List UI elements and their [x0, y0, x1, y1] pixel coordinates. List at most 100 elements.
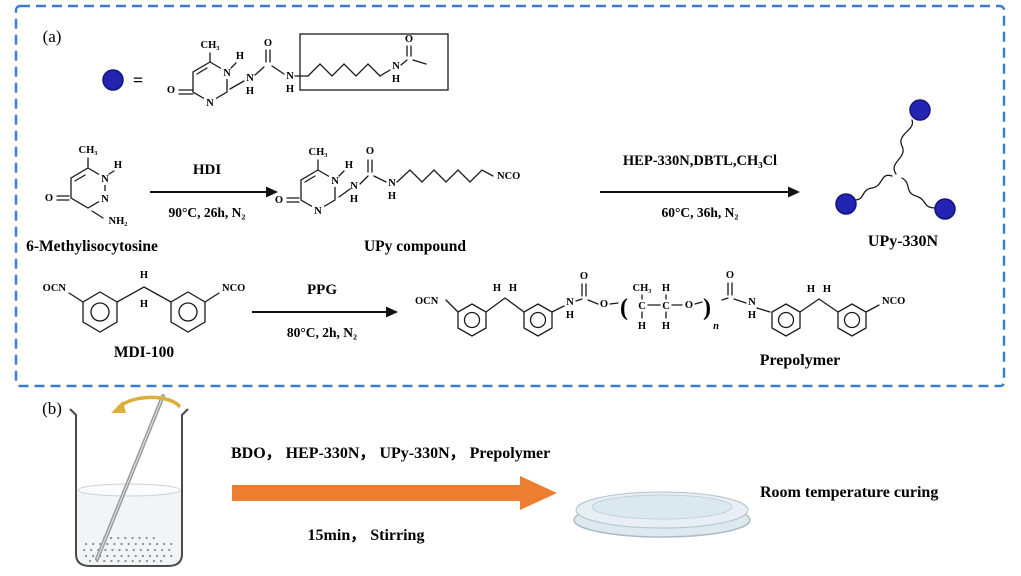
atom-label: O	[580, 271, 588, 282]
atom-label: N	[314, 206, 322, 217]
arrow-reaction-3	[252, 306, 398, 318]
atom-label: n	[713, 321, 719, 332]
liquid-surface	[77, 483, 181, 497]
atom-label: O	[726, 270, 734, 281]
panel-a-border	[14, 4, 1006, 388]
upy-330n-dot-left	[835, 193, 857, 215]
atom-label: O	[405, 34, 413, 45]
structure-upy-330n	[835, 99, 956, 220]
atom-label: N	[246, 73, 254, 84]
upy-330n-dot-right	[934, 198, 956, 220]
wavy-arm	[893, 119, 914, 175]
beaker-liquid	[77, 490, 181, 565]
benzene-ring	[523, 303, 553, 337]
benzene-ring	[82, 291, 118, 333]
label-6-methylisocytosine: 6-Methylisocytosine	[26, 238, 158, 255]
rotation-arrow-head	[111, 401, 126, 413]
reagent-ppg: PPG	[307, 282, 337, 298]
reagent-reaction-2: HEP-330N,DBTL,CH₃Cl	[623, 153, 777, 169]
atom-label: (	[620, 295, 628, 321]
benzene-ring	[170, 291, 206, 333]
wavy-arm	[853, 174, 893, 201]
atom-label: H	[140, 299, 148, 310]
atom-label: N	[350, 181, 358, 192]
atom-label: H	[493, 283, 501, 294]
label-mdi-100: MDI-100	[114, 344, 175, 361]
atom-label: O	[366, 146, 374, 157]
atom-label: O	[167, 85, 175, 96]
equals-sign: =	[133, 70, 143, 90]
stirring-rod-highlight	[96, 395, 164, 560]
atom-label: N	[392, 61, 400, 72]
conditions-reaction-1: 90°C, 26h, N₂	[169, 205, 246, 220]
atom-label: N	[331, 176, 339, 187]
atom-label: H	[748, 310, 756, 321]
mixture-text: BDO， HEP-330N， UPy-330N， Prepolymer	[231, 445, 550, 462]
atom-label: H	[388, 191, 396, 202]
atom-label: N	[286, 71, 294, 82]
alkyl-chain-bond	[307, 63, 391, 77]
atom-label: O	[45, 193, 53, 204]
atom-label: H	[345, 160, 353, 171]
atom-label: CH₃	[633, 283, 652, 294]
atom-label: CH₃	[309, 147, 328, 158]
benzene-ring	[771, 303, 801, 337]
beaker-outline	[75, 414, 183, 567]
conditions-reaction-3: 80°C, 2h, N₂	[287, 325, 357, 340]
panel-b-label: (b)	[42, 399, 62, 418]
legend-upy-dot	[102, 69, 124, 91]
atom-label: N	[566, 297, 574, 308]
beaker-rim	[69, 408, 189, 416]
atom-label: C	[638, 301, 646, 312]
upy-330n-dot-top	[909, 99, 931, 121]
atom-label: H	[566, 310, 574, 321]
atom-label: H	[807, 284, 815, 295]
atom-label: C	[662, 301, 670, 312]
atom-label: H	[114, 160, 122, 171]
atom-label: N	[101, 194, 109, 205]
atom-label: N	[223, 68, 231, 79]
atom-label: H	[823, 284, 831, 295]
atom-label: H	[246, 86, 254, 97]
process-arrow	[232, 476, 557, 510]
petri-dish	[573, 491, 751, 538]
atom-label: H	[350, 194, 358, 205]
atom-label: OCN	[43, 283, 67, 294]
atom-label: O	[264, 38, 272, 49]
stirring-conditions-text: 15min， Stirring	[308, 527, 425, 544]
benzene-ring	[457, 303, 487, 337]
atom-label: N	[206, 98, 214, 109]
atom-label: )	[703, 295, 711, 321]
beaker	[69, 394, 189, 567]
atom-label: O	[685, 300, 693, 311]
reagent-hdi: HDI	[193, 162, 222, 178]
conditions-reaction-2: 60°C, 36h, N₂	[662, 205, 739, 220]
label-upy-compound: UPy compound	[364, 238, 466, 255]
alkyl-chain-bond	[396, 169, 494, 183]
atom-label: N	[748, 297, 756, 308]
rotation-arrow-icon	[116, 395, 182, 410]
atom-label: O	[275, 195, 283, 206]
atom-label: NCO	[222, 283, 245, 294]
atom-label: O	[600, 299, 608, 310]
label-prepolymer: Prepolymer	[760, 352, 841, 369]
atom-label: CH₃	[79, 145, 98, 156]
atom-label: H	[140, 270, 148, 281]
atom-label: H	[392, 74, 400, 85]
arrow-reaction-1	[150, 186, 278, 198]
atom-label: H	[236, 51, 244, 62]
atom-label: H	[509, 283, 517, 294]
atom-label: N	[101, 174, 109, 185]
atom-label: H	[286, 84, 294, 95]
atom-label: NH₂	[109, 216, 128, 227]
atom-label: CH₃	[201, 40, 220, 51]
atom-label: OCN	[415, 296, 439, 307]
benzene-ring	[837, 303, 867, 337]
atom-label: NCO	[497, 171, 520, 182]
